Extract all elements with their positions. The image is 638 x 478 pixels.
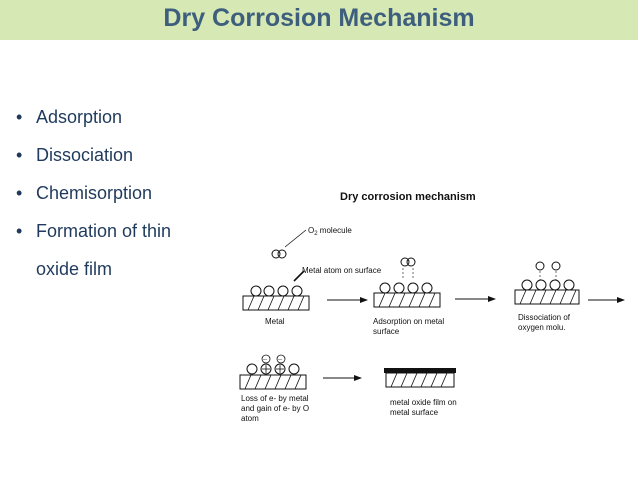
step-dissociation-label-2: oxygen molu. (518, 323, 566, 332)
metal-atom-label: Metal atom on surface (302, 266, 382, 275)
step-oxide-label-2: metal surface (390, 408, 439, 417)
step-dissociation-label-1: Dissociation of (518, 313, 571, 322)
svg-text:--: -- (263, 357, 267, 363)
o2-molecule-2 (400, 257, 416, 280)
svg-text:--: -- (278, 357, 282, 363)
metal-block-5 (384, 368, 456, 388)
step-loss-label-1: Loss of e- by metal (241, 394, 309, 403)
metal-block-4 (239, 363, 307, 390)
o2-molecule-label: O2 molecule (308, 226, 352, 237)
step-adsorption-label-1: Adsorption on metal (373, 317, 444, 326)
bullet-dissociation: Dissociation (16, 136, 171, 174)
bullet-adsorption: Adsorption (16, 98, 171, 136)
o2-molecule-1 (271, 249, 287, 259)
step-loss-label-2: and gain of e- by O (241, 404, 309, 413)
o2-pointer-line (284, 229, 307, 248)
step-adsorption-label-2: surface (373, 327, 400, 336)
bullet-chemisorption: Chemisorption (16, 174, 171, 212)
metal-block-3 (514, 279, 580, 305)
bullet-formation-cont: oxide film (36, 259, 113, 279)
slide-title: Dry Corrosion Mechanism (163, 4, 475, 32)
dissociated-oxygen (535, 261, 561, 280)
metal-atom-pointer (293, 270, 305, 282)
ion-charges: -- -- (261, 354, 286, 364)
bullet-formation: Formation of thin (16, 212, 171, 250)
metal-block-1 (242, 285, 310, 311)
title-bar (0, 0, 638, 40)
bullet-list: Adsorption Dissociation Chemisorption Fo… (16, 98, 171, 288)
step-oxide-label-1: metal oxide film on (390, 398, 457, 407)
metal-block-2 (373, 282, 441, 308)
step-loss-label-3: atom (241, 414, 259, 423)
diagram-heading: Dry corrosion mechanism (340, 191, 476, 203)
step-metal-label: Metal (265, 317, 285, 326)
